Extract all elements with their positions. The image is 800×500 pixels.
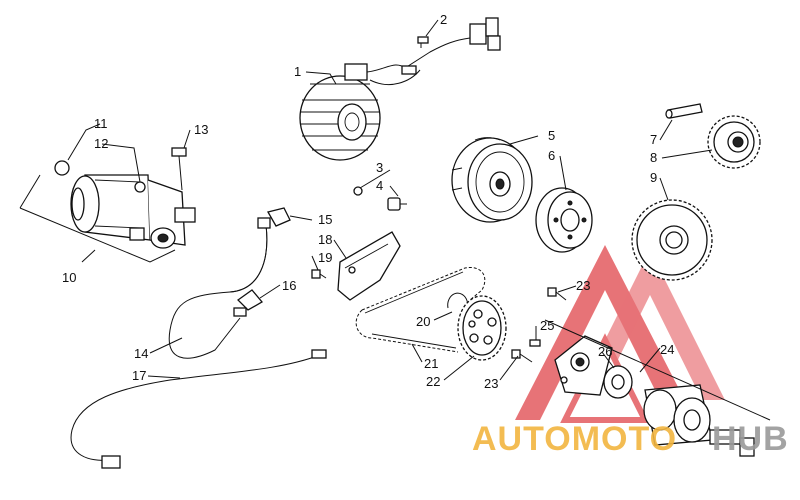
chain-cover-18 bbox=[337, 231, 401, 301]
callout-7: 7 bbox=[650, 132, 657, 147]
callout-13: 13 bbox=[194, 122, 208, 137]
callout-10: 10 bbox=[62, 270, 76, 285]
bolt-13 bbox=[171, 147, 187, 191]
watermark-text-left: AUTOMOTO bbox=[472, 420, 677, 458]
bolt-4 bbox=[387, 197, 407, 211]
callout-23-lower: 23 bbox=[484, 376, 498, 391]
callout-15: 15 bbox=[318, 212, 332, 227]
chain-21 bbox=[355, 266, 486, 353]
bolt-23-upper bbox=[547, 287, 567, 301]
bolt-2 bbox=[417, 36, 429, 48]
cable-17 bbox=[70, 349, 327, 469]
pump-rotor-26 bbox=[603, 365, 633, 399]
watermark-text: AUTOMOTO HUB bbox=[472, 420, 789, 458]
callout-12: 12 bbox=[94, 136, 108, 151]
callout-19: 19 bbox=[318, 250, 332, 265]
callout-4: 4 bbox=[376, 178, 383, 193]
terminal-boot-16 bbox=[233, 289, 263, 317]
starter-clutch bbox=[535, 187, 593, 253]
dowel-25 bbox=[529, 339, 541, 347]
sprocket-22 bbox=[457, 295, 507, 361]
callout-14: 14 bbox=[134, 346, 148, 361]
callout-labels: 1 2 3 4 5 6 7 8 9 10 11 12 13 14 15 16 1… bbox=[62, 12, 674, 391]
watermark-text-right: HUB bbox=[712, 420, 789, 458]
starter-motor bbox=[70, 174, 196, 249]
callout-16: 16 bbox=[282, 278, 296, 293]
callout-6: 6 bbox=[548, 148, 555, 163]
callout-23-upper: 23 bbox=[576, 278, 590, 293]
callout-22: 22 bbox=[426, 374, 440, 389]
callout-21: 21 bbox=[424, 356, 438, 371]
callout-1: 1 bbox=[294, 64, 301, 79]
terminal-boot-15 bbox=[267, 207, 291, 227]
gear-8 bbox=[707, 115, 761, 169]
bolt-19 bbox=[311, 269, 327, 279]
callout-8: 8 bbox=[650, 150, 657, 165]
leader-lines bbox=[67, 19, 713, 381]
flywheel bbox=[451, 137, 533, 223]
stator bbox=[299, 17, 501, 161]
callout-20: 20 bbox=[416, 314, 430, 329]
callout-25: 25 bbox=[540, 318, 554, 333]
callout-5: 5 bbox=[548, 128, 555, 143]
callout-2: 2 bbox=[440, 12, 447, 27]
sprocket-9 bbox=[631, 199, 713, 281]
callout-24: 24 bbox=[660, 342, 674, 357]
callout-11: 11 bbox=[94, 116, 108, 131]
pump-cover bbox=[554, 335, 613, 396]
o-ring-11 bbox=[54, 160, 70, 176]
callout-9: 9 bbox=[650, 170, 657, 185]
callout-3: 3 bbox=[376, 160, 383, 175]
bolt-3 bbox=[353, 186, 363, 196]
pin-7 bbox=[665, 103, 703, 119]
callout-26: 26 bbox=[598, 344, 612, 359]
callout-17: 17 bbox=[132, 368, 146, 383]
cable-14 bbox=[168, 217, 271, 359]
pump-housing bbox=[643, 384, 755, 457]
callout-18: 18 bbox=[318, 232, 332, 247]
